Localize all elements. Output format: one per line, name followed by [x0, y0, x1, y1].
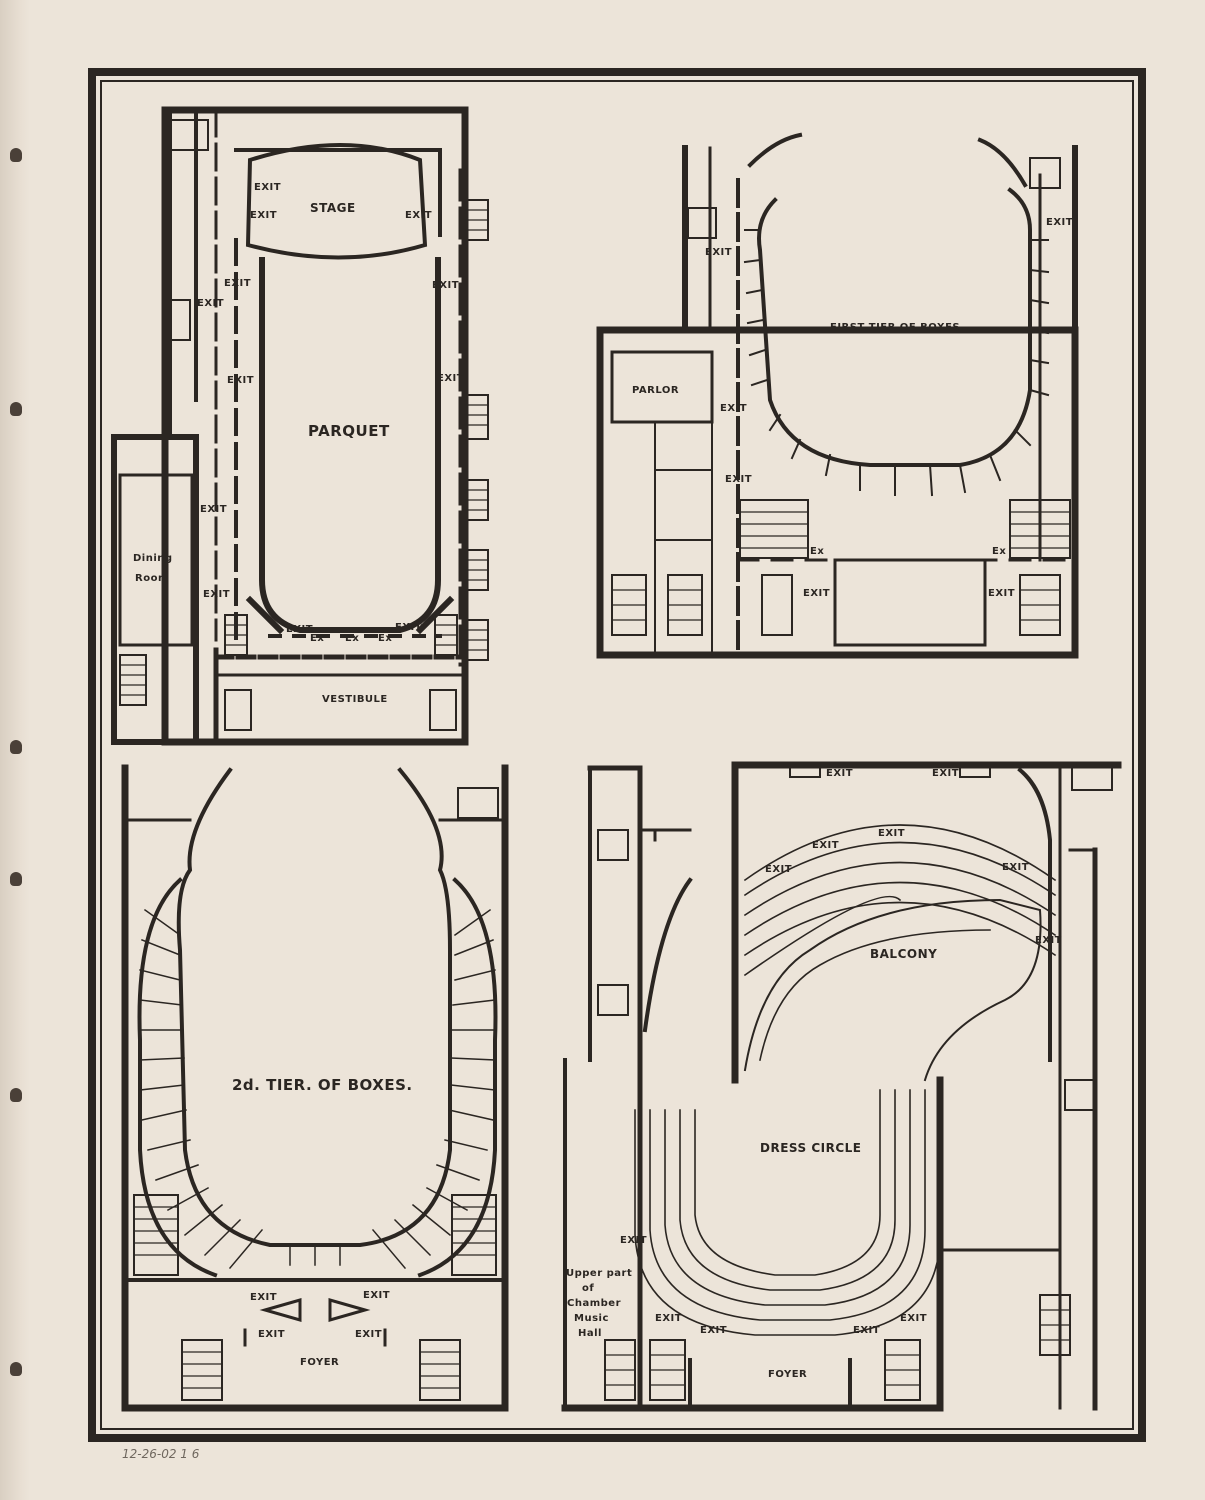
- exit-label: EXIT: [203, 589, 230, 600]
- exit-label: EXIT: [765, 864, 792, 875]
- page-frame-outer: [88, 68, 1146, 1442]
- exit-label: EXIT: [197, 298, 224, 309]
- second-tier-outer-wall: [121, 764, 509, 1412]
- exit-label: EXIT: [720, 403, 747, 414]
- exit-label: EXIT: [620, 1235, 647, 1246]
- exit-label: EXIT: [250, 210, 277, 221]
- exit-label: EXIT: [812, 840, 839, 851]
- exit-label: EXIT: [258, 1329, 285, 1340]
- chamber-note-line3: Chamber: [567, 1298, 621, 1309]
- first-tier-plan: FIRST TIER OF BOXES. PARLOR EXIT EXIT EX…: [596, 132, 1079, 659]
- exit-label: EXIT: [705, 247, 732, 258]
- dress-circle-seat-rows: [634, 1089, 941, 1336]
- exit-label: EXIT: [900, 1313, 927, 1324]
- page-frame-inner: [100, 80, 1134, 1430]
- first-tier-label: FIRST TIER OF BOXES.: [830, 322, 964, 333]
- first-tier-outer-wall: [596, 326, 1079, 659]
- exit-label: EXIT: [700, 1325, 727, 1336]
- stage-outline: [245, 143, 428, 260]
- exit-label: EXIT: [286, 624, 313, 635]
- stage-label: STAGE: [310, 201, 356, 215]
- exit-label: EXIT: [826, 768, 853, 779]
- exit-label: EXIT: [363, 1290, 390, 1301]
- first-tier-boxes-front: [757, 187, 1032, 467]
- dining-label-line1: Dining: [133, 553, 173, 564]
- binding-hole: [10, 740, 22, 754]
- second-tier-outer-curve-left: [137, 877, 218, 1278]
- exit-label: EXIT: [200, 504, 227, 515]
- exit-label: EXIT: [355, 1329, 382, 1340]
- chamber-note-line5: Hall: [578, 1328, 602, 1339]
- dining-room-wing: [111, 434, 199, 745]
- parlor-room: [610, 350, 714, 424]
- parlor-label: PARLOR: [632, 385, 679, 396]
- vestibule-label: VESTIBULE: [322, 694, 388, 705]
- exit-label: EXIT: [878, 828, 905, 839]
- balcony-seat-rows: [743, 824, 1057, 977]
- foyer-label: FOYER: [768, 1369, 807, 1380]
- exit-label: EXIT: [224, 278, 251, 289]
- parquet-stair-treads: [119, 209, 489, 696]
- second-tier-label: 2d. TIER. OF BOXES.: [232, 1076, 413, 1094]
- first-tier-box-dividers: [743, 229, 1050, 497]
- dining-room-walls: [118, 473, 194, 647]
- chamber-note-line1: Upper part: [566, 1268, 632, 1279]
- second-tier-arena-outline: [176, 767, 452, 1247]
- exit-label: EXIT: [395, 622, 422, 633]
- exit-label: EXIT: [250, 1292, 277, 1303]
- ex-label: Ex: [810, 546, 824, 557]
- exit-label: EXIT: [988, 588, 1015, 599]
- second-tier-outer-curve-right: [417, 877, 498, 1278]
- ex-label: Ex: [992, 546, 1006, 557]
- exit-label: EXIT: [853, 1325, 880, 1336]
- exit-label: EXIT: [1046, 217, 1073, 228]
- binding-hole: [10, 402, 22, 416]
- chamber-note-line2: of: [582, 1283, 594, 1294]
- dress-circle-label: DRESS CIRCLE: [760, 1141, 861, 1155]
- ex-label: Ex: [310, 633, 324, 644]
- archive-mark: 12-26-02 1 6: [122, 1447, 200, 1461]
- parquet-plan: STAGE PARQUET VESTIBULE Dining Room EXIT…: [111, 106, 489, 746]
- parquet-seating-outline: [259, 257, 441, 633]
- exit-label: EXIT: [932, 768, 959, 779]
- exit-label: EXIT: [254, 182, 281, 193]
- binding-hole: [10, 148, 22, 162]
- balcony-label: BALCONY: [870, 947, 937, 961]
- foyer-label: FOYER: [300, 1357, 339, 1368]
- second-tier-box-dividers: [139, 908, 496, 1270]
- chamber-note-line4: Music: [574, 1313, 609, 1324]
- first-tier-stairs: [611, 157, 1071, 636]
- binding-hole: [10, 872, 22, 886]
- parquet-stairs: [119, 119, 489, 731]
- binding-hole: [10, 1088, 22, 1102]
- parquet-label: PARQUET: [308, 422, 390, 440]
- exit-label: EXIT: [437, 373, 464, 384]
- exit-label: EXIT: [1035, 935, 1062, 946]
- second-tier-stairs: [133, 787, 499, 1401]
- exit-label: EXIT: [405, 210, 432, 221]
- exit-label: EXIT: [432, 280, 459, 291]
- exit-label: EXIT: [227, 375, 254, 386]
- exit-label: EXIT: [803, 588, 830, 599]
- exit-label: EXIT: [1002, 862, 1029, 873]
- exit-label: EXIT: [725, 474, 752, 485]
- ex-label: Ex: [345, 633, 359, 644]
- ex-label: Ex: [378, 633, 392, 644]
- binding-hole: [10, 1362, 22, 1376]
- dining-label-line2: Room: [135, 573, 169, 584]
- exit-label: EXIT: [655, 1313, 682, 1324]
- balcony-stairs: [597, 764, 1113, 1401]
- second-tier-plan: 2d. TIER. OF BOXES. FOYER EXIT EXIT EXIT…: [121, 764, 509, 1412]
- balcony-dress-circle-plan: BALCONY DRESS CIRCLE FOYER Upper part of…: [561, 761, 1122, 1412]
